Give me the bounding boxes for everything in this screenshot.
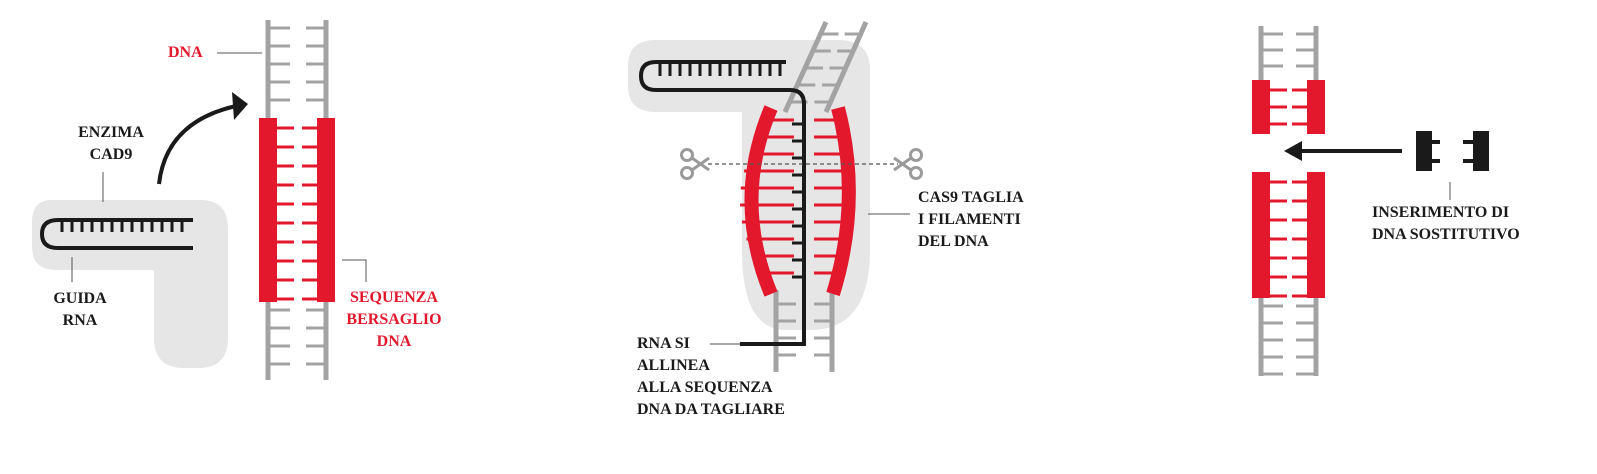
- cas9-cut-label: CAS9 TAGLIA I FILAMENTI DEL DNA: [918, 187, 1024, 253]
- target-backbone: [1252, 80, 1270, 134]
- guide-rna-hairpin: [39, 218, 193, 250]
- guide-label-line: GUIDA: [53, 290, 107, 307]
- arrow-head-icon: [232, 92, 248, 120]
- enzyme-label: ENZIMA CAD9: [66, 122, 156, 166]
- align-label-line: ALLINEA: [637, 357, 710, 374]
- replacement-dna-fragment: [1416, 131, 1489, 171]
- target-label-line: DNA: [376, 333, 412, 350]
- dna-strand-repaired: [1252, 26, 1325, 376]
- cut-label-line: CAS9 TAGLIA: [918, 189, 1024, 206]
- dna-strand-unwound-top: [782, 20, 869, 114]
- rna-align-label: RNA SI ALLINEA ALLA SEQUENZA DNA DA TAGL…: [637, 333, 785, 421]
- insert-label-line: INSERIMENTO DI: [1372, 204, 1510, 221]
- scissors-icon: [893, 148, 923, 180]
- align-label-line: RNA SI: [637, 335, 690, 352]
- guide-rna-hairpin: [638, 60, 806, 346]
- target-backbone: [317, 118, 335, 302]
- target-backbone: [259, 118, 277, 302]
- dna-label: DNA: [168, 44, 203, 61]
- guide-rna-label: GUIDA RNA: [40, 288, 120, 332]
- align-label-line: ALLA SEQUENZA: [637, 379, 773, 396]
- guide-rna-bases: [658, 64, 804, 279]
- dna-backbone: [823, 20, 869, 114]
- enzyme-label-line: ENZIMA: [78, 124, 144, 141]
- target-label-line: BERSAGLIO: [346, 311, 442, 328]
- arrow-head-icon: [1284, 141, 1302, 161]
- cut-label-line: I FILAMENTI: [918, 211, 1021, 228]
- enzyme-label-line: CAD9: [89, 146, 133, 163]
- target-backbone: [1307, 80, 1325, 134]
- arrow-icon: [157, 104, 237, 185]
- target-backbone: [1252, 172, 1270, 298]
- leader-target: [342, 259, 367, 282]
- scissors-icon: [680, 148, 710, 180]
- cas9-red-strand-right: [826, 106, 856, 297]
- dna-strand-bottom: [773, 290, 835, 372]
- panel-1-enzyme-binding: [32, 20, 367, 380]
- dna-strand-left: [259, 20, 335, 380]
- cas9-red-strand-left: [744, 105, 778, 297]
- panel-2-cutting: [628, 20, 923, 372]
- cas9-enzyme-shape: [32, 200, 228, 368]
- panel-3-insertion: [1252, 26, 1489, 376]
- guide-label-line: RNA: [62, 312, 98, 329]
- target-label-line: SEQUENZA: [349, 289, 439, 306]
- insert-label-line: DNA SOSTITUTIVO: [1372, 226, 1520, 243]
- insertion-label: INSERIMENTO DI DNA SOSTITUTIVO: [1372, 202, 1520, 246]
- cut-label-line: DEL DNA: [918, 233, 989, 250]
- align-label-line: DNA DA TAGLIARE: [637, 401, 785, 418]
- guide-rna-bases: [60, 222, 184, 232]
- dna-bases-inner: [740, 118, 852, 275]
- target-sequence-label: SEQUENZA BERSAGLIO DNA: [338, 287, 450, 353]
- target-backbone: [1307, 172, 1325, 298]
